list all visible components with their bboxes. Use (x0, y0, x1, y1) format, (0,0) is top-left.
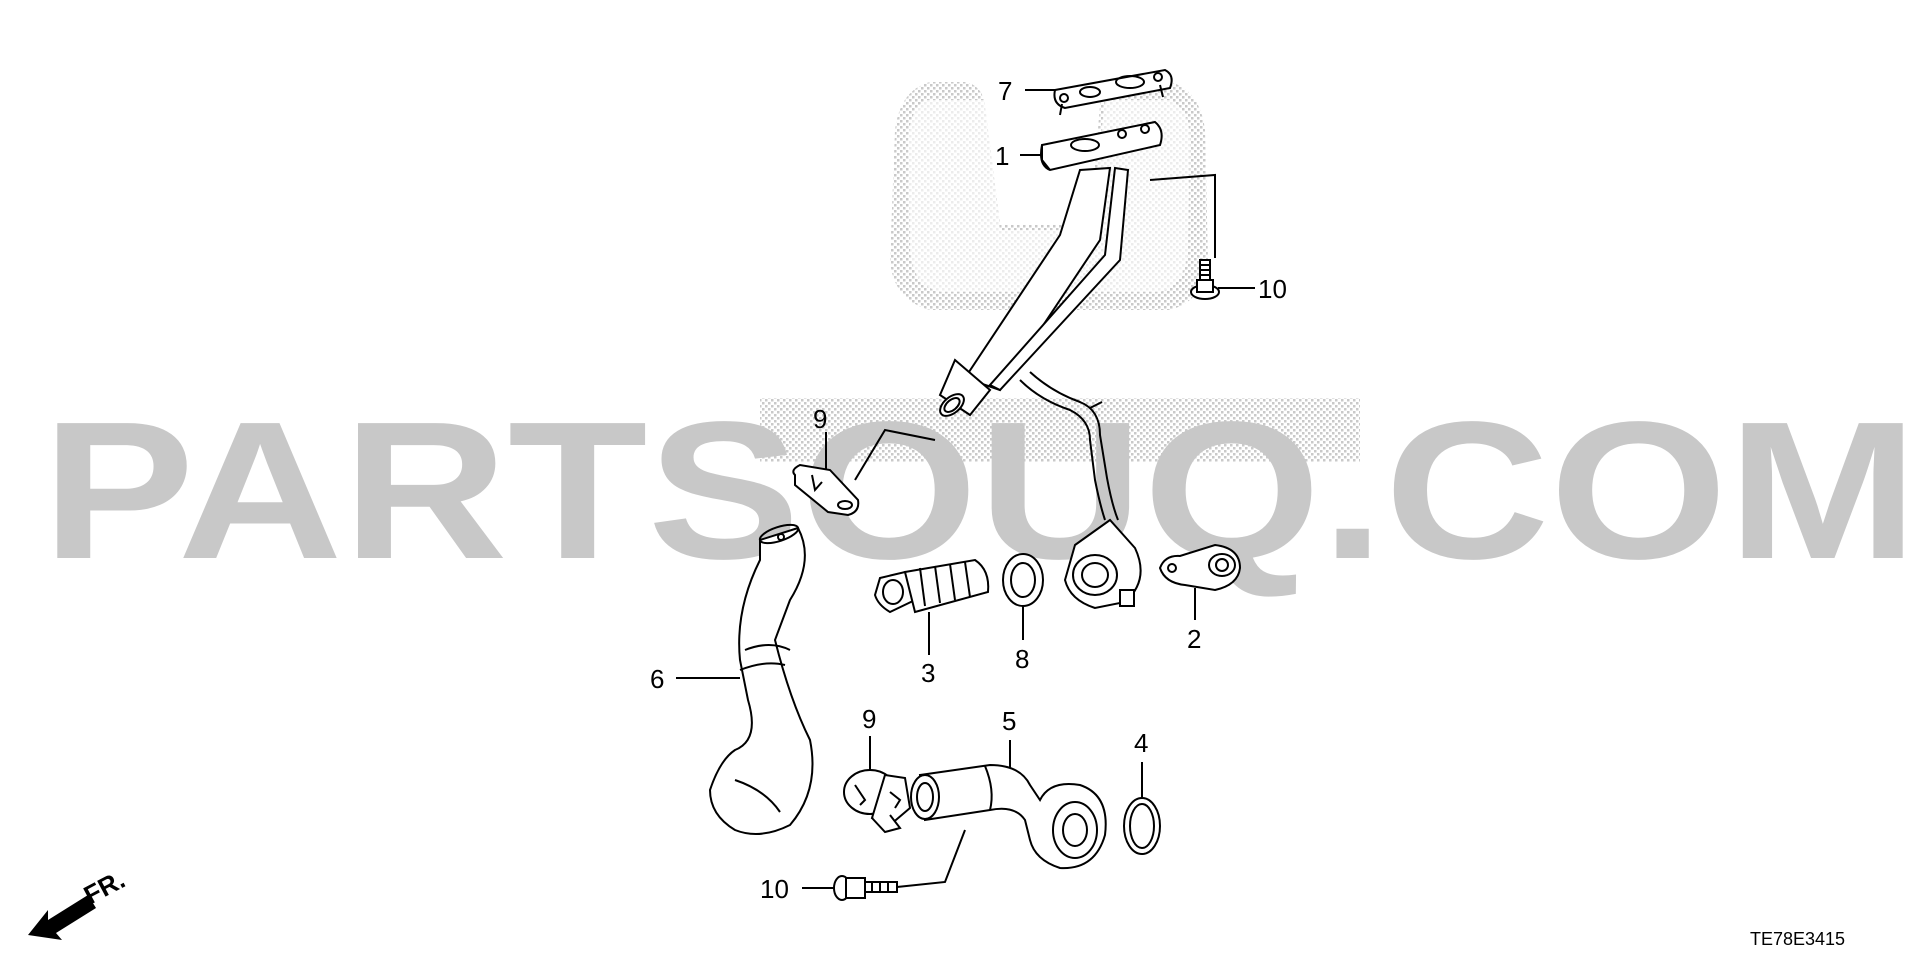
part-9-clamp-lower[interactable] (843, 769, 912, 834)
part-1-connector[interactable] (1063, 518, 1142, 610)
part-6-hose[interactable] (708, 521, 814, 835)
callout-10-lower: 10 (760, 829, 966, 904)
watermark: PARTSOUQ.COM (42, 381, 1918, 600)
front-arrow-icon (28, 895, 96, 940)
part-10-bolt-lower[interactable] (833, 875, 898, 901)
callout-10-lower-label: 10 (760, 874, 789, 904)
part-10-bolt-upper[interactable] (1190, 259, 1220, 300)
callout-7-label: 7 (998, 76, 1012, 106)
watermark-dots (760, 398, 1360, 462)
callout-1-label: 1 (995, 141, 1009, 171)
callout-3: 3 (921, 612, 935, 688)
part-8-washer[interactable] (1002, 553, 1044, 607)
callout-9-lower-label: 9 (862, 704, 876, 734)
part-2-bracket[interactable] (1158, 543, 1242, 592)
callout-6-label: 6 (650, 664, 664, 694)
callout-5: 5 (1002, 706, 1016, 768)
callout-9-upper: 9 (813, 404, 936, 481)
callout-10-upper: 10 (1149, 173, 1287, 304)
part-3-sealing-bolt[interactable] (873, 558, 990, 614)
part-1-gauge-pipe[interactable] (936, 120, 1163, 521)
callout-7: 7 (998, 76, 1055, 106)
front-direction-indicator: FR. (28, 864, 130, 940)
callout-8-label: 8 (1015, 644, 1029, 674)
part-9-clamp-upper[interactable] (792, 463, 860, 517)
part-5-pipe[interactable] (910, 763, 1107, 870)
callout-4-label: 4 (1134, 728, 1148, 758)
callout-10-upper-label: 10 (1258, 274, 1287, 304)
callout-2: 2 (1187, 588, 1201, 654)
part-7-gasket[interactable] (1053, 68, 1173, 116)
callout-9-lower: 9 (862, 704, 876, 770)
callout-1: 1 (995, 141, 1042, 171)
callout-5-label: 5 (1002, 706, 1016, 736)
diagram-code: TE78E3415 (1750, 929, 1845, 949)
callout-6: 6 (650, 664, 740, 694)
callout-9-upper-label: 9 (813, 404, 827, 434)
part-4-o-ring[interactable] (1123, 797, 1161, 855)
callout-8: 8 (1015, 606, 1029, 674)
callout-3-label: 3 (921, 658, 935, 688)
callout-2-label: 2 (1187, 624, 1201, 654)
callout-4: 4 (1134, 728, 1148, 798)
